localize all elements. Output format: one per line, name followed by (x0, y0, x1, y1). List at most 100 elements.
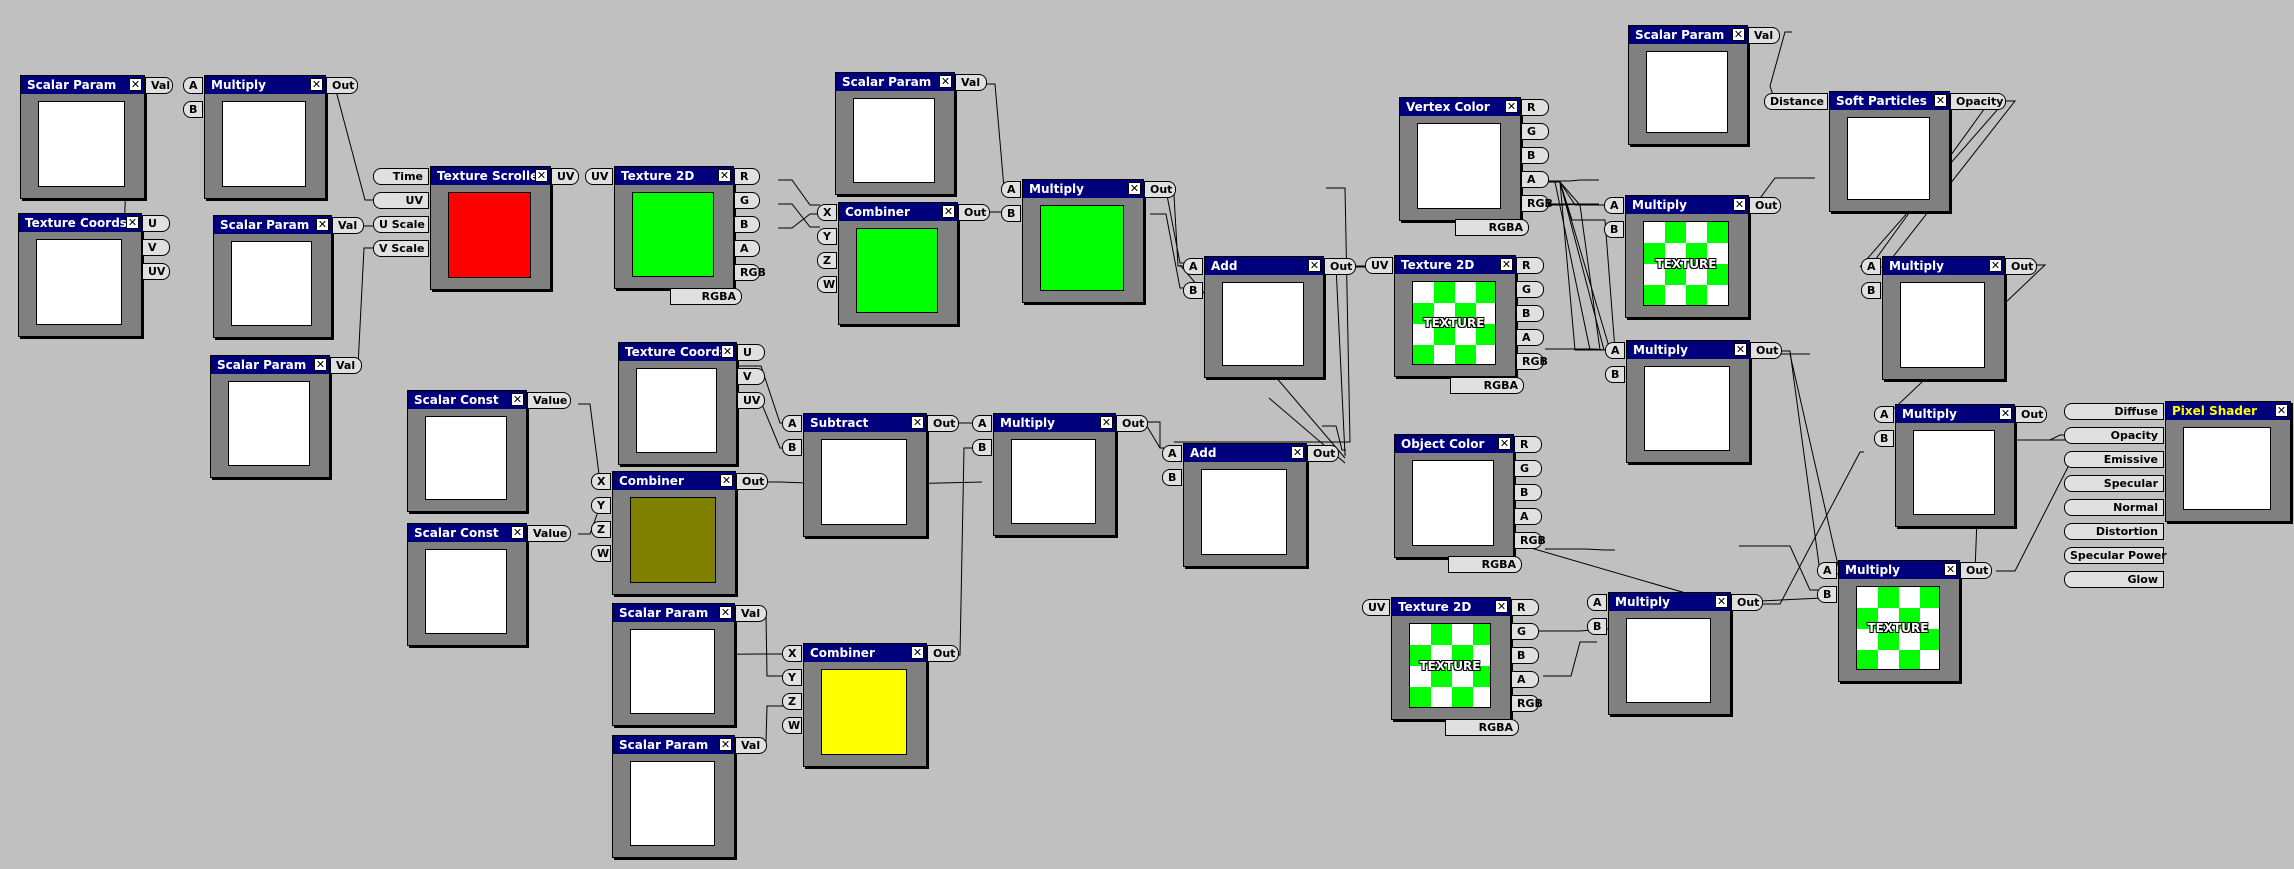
close-icon[interactable]: ✕ (1944, 563, 1957, 576)
node-title[interactable]: Combiner (839, 203, 957, 221)
node-texture-coords[interactable]: Texture Coords✕ (618, 342, 737, 465)
output-port-opacity[interactable]: Opacity (1950, 93, 2006, 110)
output-port-uv[interactable]: UV (737, 392, 765, 409)
output-port-a[interactable]: A (1521, 171, 1549, 188)
node-scalar-const[interactable]: Scalar Const✕ (407, 523, 527, 646)
close-icon[interactable]: ✕ (310, 78, 323, 91)
close-icon[interactable]: ✕ (1291, 446, 1304, 459)
input-port-a[interactable]: A (1874, 406, 1894, 423)
output-port-val[interactable]: Val (145, 77, 173, 94)
output-port-rgb[interactable]: RGB (734, 264, 766, 281)
input-port-b[interactable]: B (1001, 205, 1021, 222)
node-title[interactable]: Texture 2D (615, 167, 733, 185)
output-port-value[interactable]: Value (527, 525, 571, 542)
output-port-u[interactable]: U (737, 344, 765, 361)
node-title[interactable]: Scalar Param (211, 356, 329, 374)
close-icon[interactable]: ✕ (1999, 407, 2012, 420)
output-port-val[interactable]: Val (735, 737, 767, 754)
node-scalar-param[interactable]: Scalar Param✕ (1628, 25, 1748, 145)
output-port-v[interactable]: V (737, 368, 765, 385)
close-icon[interactable]: ✕ (511, 393, 524, 406)
input-port-b[interactable]: B (183, 101, 203, 118)
close-icon[interactable]: ✕ (316, 218, 329, 231)
output-port-out[interactable]: Out (326, 77, 358, 94)
close-icon[interactable]: ✕ (1734, 343, 1747, 356)
output-port-r[interactable]: R (1521, 99, 1549, 116)
output-port-g[interactable]: G (1516, 281, 1544, 298)
node-combiner[interactable]: Combiner✕ (612, 471, 736, 595)
input-port-uv[interactable]: UV (1362, 599, 1390, 616)
node-multiply[interactable]: Multiply✕ (1022, 179, 1144, 303)
output-port-r[interactable]: R (1511, 599, 1539, 616)
close-icon[interactable]: ✕ (2275, 404, 2288, 417)
close-icon[interactable]: ✕ (1495, 600, 1508, 613)
output-port-a[interactable]: A (734, 240, 760, 257)
node-title[interactable]: Multiply (1839, 561, 1959, 579)
close-icon[interactable]: ✕ (1505, 100, 1518, 113)
close-icon[interactable]: ✕ (129, 78, 142, 91)
node-vertex-color[interactable]: Vertex Color✕ (1399, 97, 1521, 221)
node-scalar-param[interactable]: Scalar Param✕ (20, 75, 145, 199)
node-title[interactable]: Pixel Shader (2166, 402, 2290, 420)
output-port-r[interactable]: R (734, 168, 760, 185)
output-port-b[interactable]: B (1521, 147, 1549, 164)
node-add[interactable]: Add✕ (1183, 443, 1307, 567)
node-title[interactable]: Multiply (994, 414, 1115, 432)
input-port-y[interactable]: Y (817, 228, 837, 245)
output-port-rgb[interactable]: RGB (1521, 195, 1553, 212)
node-texture-2d[interactable]: Texture 2D✕TEXTURE (1394, 255, 1516, 377)
input-port-a[interactable]: A (1604, 197, 1624, 214)
node-title[interactable]: Soft Particles (1830, 92, 1949, 110)
input-port-z[interactable]: Z (591, 521, 611, 538)
output-port-rgba[interactable]: RGBA (1450, 377, 1524, 394)
node-title[interactable]: Scalar Const (408, 391, 526, 409)
node-title[interactable]: Scalar Param (1629, 26, 1747, 44)
close-icon[interactable]: ✕ (1308, 259, 1321, 272)
input-port-uv[interactable]: UV (1365, 257, 1393, 274)
output-port-rgb[interactable]: RGB (1511, 695, 1543, 712)
input-port-a[interactable]: A (1605, 342, 1625, 359)
close-icon[interactable]: ✕ (535, 169, 548, 182)
node-title[interactable]: Multiply (1896, 405, 2014, 423)
output-port-r[interactable]: R (1514, 436, 1542, 453)
node-scalar-param[interactable]: Scalar Param✕ (210, 355, 330, 478)
node-multiply[interactable]: Multiply✕ (993, 413, 1116, 536)
input-port-diffuse[interactable]: Diffuse (2064, 403, 2164, 420)
close-icon[interactable]: ✕ (1128, 182, 1141, 195)
node-title[interactable]: Texture 2D (1395, 256, 1515, 274)
output-port-out[interactable]: Out (1324, 258, 1356, 275)
output-port-out[interactable]: Out (1116, 415, 1148, 432)
node-multiply[interactable]: Multiply✕TEXTURE (1625, 195, 1749, 318)
input-port-a[interactable]: A (183, 77, 203, 94)
close-icon[interactable]: ✕ (1500, 258, 1513, 271)
input-port-u-scale[interactable]: U Scale (373, 216, 429, 233)
close-icon[interactable]: ✕ (1732, 28, 1745, 41)
input-port-emissive[interactable]: Emissive (2064, 451, 2164, 468)
node-texture-2d[interactable]: Texture 2D✕TEXTURE (1391, 597, 1511, 720)
node-title[interactable]: Multiply (1023, 180, 1143, 198)
node-multiply[interactable]: Multiply✕ (1895, 404, 2015, 527)
node-texture-scroller[interactable]: Texture Scroller✕ (430, 166, 551, 290)
close-icon[interactable]: ✕ (1733, 198, 1746, 211)
close-icon[interactable]: ✕ (718, 169, 731, 182)
input-port-b[interactable]: B (1874, 430, 1894, 447)
close-icon[interactable]: ✕ (511, 526, 524, 539)
input-port-b[interactable]: B (782, 439, 802, 456)
input-port-b[interactable]: B (1587, 618, 1607, 635)
node-title[interactable]: Scalar Param (836, 73, 954, 91)
input-port-glow[interactable]: Glow (2064, 571, 2164, 588)
node-subtract[interactable]: Subtract✕ (803, 413, 927, 537)
output-port-g[interactable]: G (1514, 460, 1542, 477)
input-port-distortion[interactable]: Distortion (2064, 523, 2164, 540)
node-title[interactable]: Scalar Const (408, 524, 526, 542)
node-title[interactable]: Multiply (1627, 341, 1749, 359)
node-title[interactable]: Multiply (1626, 196, 1748, 214)
close-icon[interactable]: ✕ (1498, 437, 1511, 450)
input-port-a[interactable]: A (1861, 258, 1881, 275)
output-port-out[interactable]: Out (1750, 342, 1782, 359)
close-icon[interactable]: ✕ (314, 358, 327, 371)
node-title[interactable]: Scalar Param (21, 76, 144, 94)
close-icon[interactable]: ✕ (1100, 416, 1113, 429)
node-title[interactable]: Texture Coords (19, 214, 141, 232)
output-port-rgba[interactable]: RGBA (1455, 219, 1529, 236)
